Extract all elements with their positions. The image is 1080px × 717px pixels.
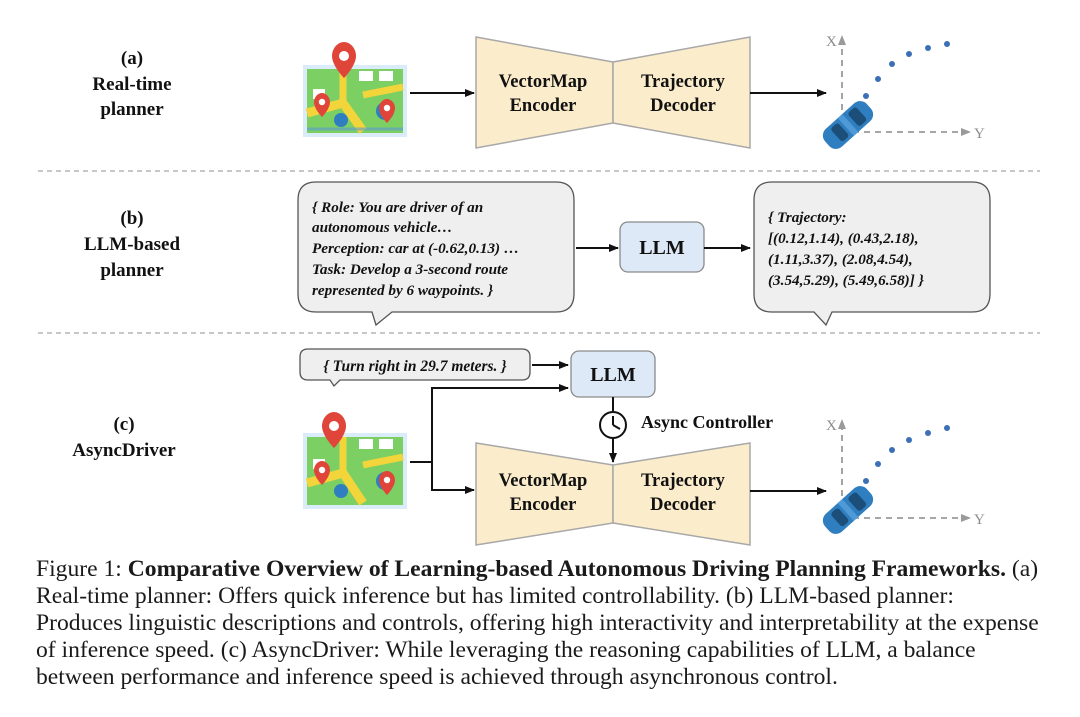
- trajectory-decoder-block: [612, 442, 751, 546]
- prompt-bubble: [297, 181, 575, 327]
- vectormap-encoder-block: [475, 442, 614, 546]
- figure-label: Figure 1:: [36, 556, 122, 582]
- waypoint: [944, 41, 950, 47]
- vectormap-encoder-block: [475, 36, 614, 149]
- trajectory-bubble: [753, 181, 991, 327]
- panel-c-name-line1: AsyncDriver: [72, 440, 176, 461]
- figure-caption: Figure 1: Comparative Overview of Learni…: [36, 556, 1046, 691]
- location-pin-icon: [322, 412, 346, 448]
- decoder-label-line2: Decoder: [650, 495, 716, 515]
- panel-a-name-line2: planner: [100, 99, 164, 120]
- prompt-line: Task: Develop a 3-second route: [312, 261, 508, 278]
- prompt-text: { Role: You are driver of an autonomous …: [312, 199, 523, 299]
- trajectory-plot: X Y: [822, 418, 985, 534]
- trajectory-line: { Trajectory:: [768, 209, 847, 226]
- waypoint: [875, 76, 881, 82]
- waypoint: [944, 425, 950, 431]
- y-axis-label: Y: [974, 126, 985, 142]
- trajectory-text: { Trajectory: [(0.12,1.14), (0.43,2.18),…: [768, 209, 925, 289]
- clock-icon: [599, 411, 627, 439]
- encoder-label-line1: VectorMap: [499, 471, 588, 491]
- waypoint: [863, 478, 869, 484]
- panel-c-tag: (c): [113, 414, 134, 435]
- panel-a: (a) Real-time planner: [92, 34, 985, 149]
- diagram-canvas: (a) Real-time planner: [38, 34, 1040, 546]
- waypoint: [863, 93, 869, 99]
- y-axis-label: Y: [974, 512, 985, 528]
- prompt-line: { Role: You are driver of an: [312, 199, 483, 216]
- panel-a-tag: (a): [121, 48, 143, 69]
- trajectory-line: (1.11,3.37), (2.08,4.54),: [768, 251, 913, 268]
- encoder-label-line2: Encoder: [510, 495, 577, 515]
- decoder-label-line2: Decoder: [650, 96, 716, 116]
- decoder-label-line1: Trajectory: [641, 471, 726, 491]
- location-pin-icon: [314, 461, 330, 485]
- panel-b-name-line1: LLM-based: [84, 234, 181, 255]
- panel-a-name-line1: Real-time: [92, 74, 171, 95]
- async-controller-label: Async Controller: [641, 412, 773, 432]
- trajectory-decoder-block: [612, 36, 751, 149]
- location-pin-icon: [379, 99, 395, 123]
- waypoint: [906, 437, 912, 443]
- map-to-llm-connector: [410, 384, 569, 463]
- trajectory-line: (3.54,5.29), (5.49,6.58)] }: [768, 272, 925, 289]
- waypoint: [889, 447, 895, 453]
- waypoint: [906, 51, 912, 57]
- figure-body: (a) Real-time planner: Offers quick infe…: [36, 556, 1039, 690]
- encoder-label-line1: VectorMap: [499, 72, 588, 92]
- map-to-encoder-connector: [431, 462, 475, 494]
- location-pin-icon: [379, 471, 395, 495]
- x-axis-label: X: [826, 418, 837, 434]
- instruction-bubble: [299, 348, 531, 388]
- decoder-label-line1: Trajectory: [641, 72, 726, 92]
- instruction-text: { Turn right in 29.7 meters. }: [323, 358, 507, 375]
- figure-title: Comparative Overview of Learning-based A…: [127, 556, 1006, 582]
- trajectory-line: [(0.12,1.14), (0.43,2.18),: [768, 230, 919, 247]
- prompt-line: Perception: car at (-0.62,0.13) …: [312, 240, 519, 257]
- llm-label: LLM: [639, 237, 685, 259]
- encoder-label-line2: Encoder: [510, 96, 577, 116]
- panel-b-name-line2: planner: [100, 260, 164, 281]
- car-icon: [822, 101, 874, 149]
- waypoint: [889, 61, 895, 67]
- prompt-line: autonomous vehicle…: [312, 219, 453, 236]
- panel-b: (b) LLM-based planner { Role: You are dr…: [84, 181, 991, 327]
- car-icon: [822, 486, 874, 534]
- llm-label: LLM: [590, 364, 636, 386]
- panel-c: (c) AsyncDriver { Turn right in 29.7 met…: [72, 348, 985, 546]
- x-axis-label: X: [826, 34, 837, 50]
- trajectory-plot: X Y: [822, 34, 985, 149]
- location-pin-icon: [314, 93, 330, 117]
- prompt-line: represented by 6 waypoints. }: [312, 282, 494, 299]
- waypoint: [925, 430, 931, 436]
- location-pin-icon: [332, 42, 356, 78]
- waypoint: [925, 45, 931, 51]
- waypoint: [875, 461, 881, 467]
- panel-b-tag: (b): [120, 208, 143, 229]
